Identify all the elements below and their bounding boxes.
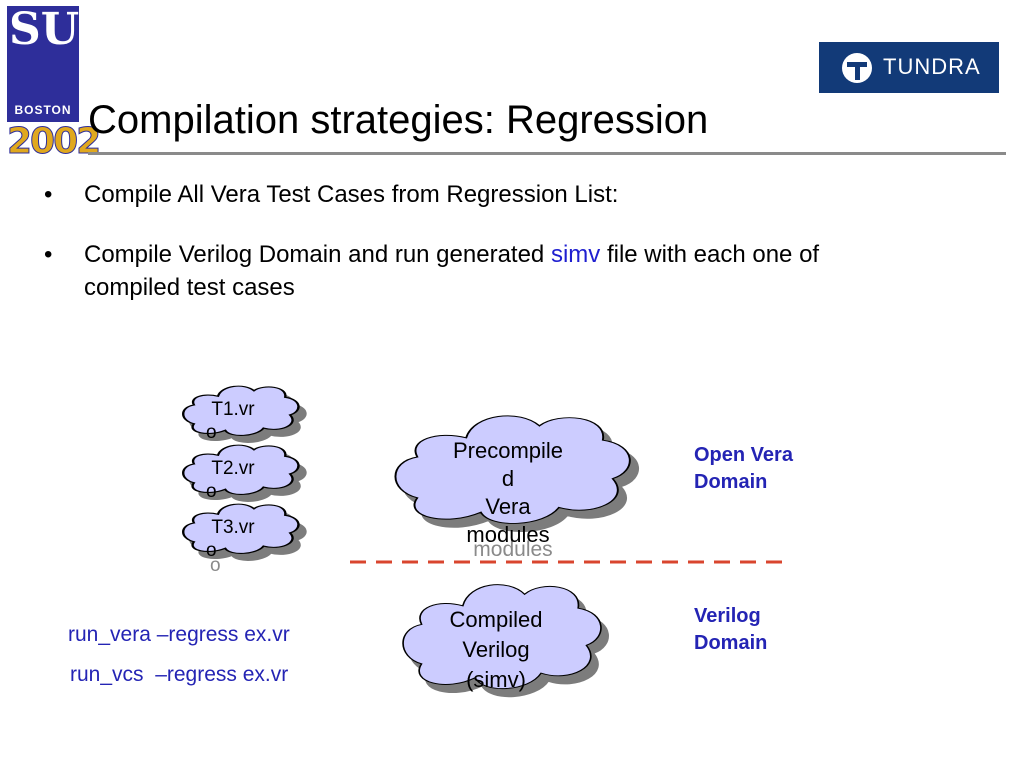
- cloud-compiled-text: Compiled Verilog (simv): [421, 605, 571, 695]
- open-vera-domain-line2: Domain: [694, 471, 768, 493]
- cloud-compiled-line1: Compiled: [449, 607, 543, 632]
- open-vera-domain-line1: Open Vera: [694, 444, 793, 466]
- cloud-t1-line1: T1.vr: [211, 399, 255, 420]
- bullet-text-1: Compile All Vera Test Cases from Regress…: [84, 181, 619, 208]
- cloud-t3-shadow-text: o: [210, 555, 221, 576]
- cloud-precompiled-line2: d: [501, 466, 515, 491]
- title-underline: [88, 152, 1006, 155]
- bullet-item-2: • Compile Verilog Domain and run generat…: [44, 238, 904, 308]
- page-title: Compilation strategies: Regression: [88, 98, 709, 142]
- cloud-precompiled-shadow-text: modules: [473, 538, 553, 561]
- bullet-symbol: •: [44, 181, 53, 208]
- bullet-text-2: Compile Verilog Domain and run generated…: [84, 238, 884, 304]
- cloud-compiled-line3: (simv): [466, 667, 526, 692]
- bullet-symbol: •: [44, 241, 53, 268]
- tundra-logo: TUNDRA: [819, 42, 999, 93]
- tundra-emblem-icon: [842, 53, 872, 83]
- cloud-compiled-line2: Verilog: [462, 637, 530, 662]
- bullet-item-1: • Compile All Vera Test Cases from Regre…: [44, 178, 904, 212]
- verilog-domain-label: Verilog Domain: [694, 603, 767, 657]
- cloud-t2-line1: T2.vr: [211, 458, 255, 479]
- cloud-t1-text: T1.vr o: [196, 398, 270, 444]
- cloud-t1-line2: o: [206, 422, 217, 443]
- cloud-precompiled-text: Precompile d Vera modules: [433, 437, 583, 549]
- tundra-logo-text: TUNDRA: [883, 54, 981, 79]
- cloud-t3-line2: o: [206, 540, 217, 561]
- verilog-domain-line2: Domain: [694, 632, 768, 654]
- cloud-precompiled-line4: modules: [466, 522, 550, 547]
- cloud-t3-line1: T3.vr: [211, 517, 255, 538]
- simv-highlight: simv: [550, 241, 601, 268]
- cloud-precompiled-line1: Precompile: [452, 438, 564, 463]
- bullet-text-2-post: file with each one of compiled test case…: [84, 241, 820, 301]
- cloud-t3-text: T3.vr o: [196, 516, 270, 562]
- run-vera-command: run_vera –regress ex.vr: [68, 623, 290, 646]
- cloud-t2-text: T2.vr o: [196, 457, 270, 503]
- bullet-text-2-pre: Compile Verilog Domain and run generated: [84, 241, 551, 268]
- open-vera-domain-label: Open Vera Domain: [694, 442, 793, 496]
- run-vcs-command: run_vcs –regress ex.vr: [70, 663, 289, 686]
- cloud-precompiled-line3: Vera: [485, 494, 531, 519]
- verilog-domain-line1: Verilog: [694, 605, 761, 627]
- sug-logo-city: BOSTON: [14, 103, 72, 117]
- cloud-t2-line2: o: [206, 481, 217, 502]
